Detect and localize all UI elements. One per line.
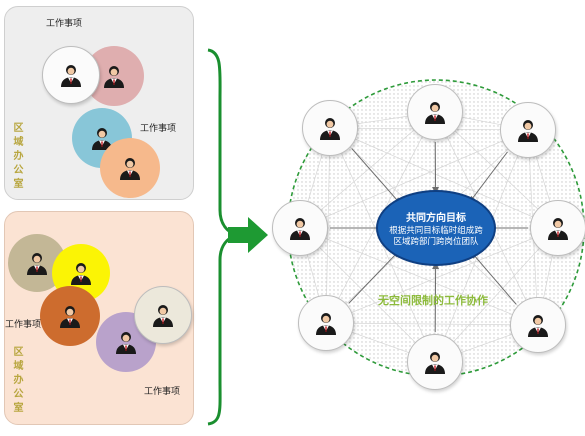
node-link [299,227,539,326]
office-label-bottom: 区域办公室 [11,346,22,416]
node-link [325,127,331,324]
team-member-node [272,200,328,256]
businessman-icon [104,66,124,88]
team-member-node [530,200,585,256]
team-member-node [407,334,463,390]
node-link [299,129,529,229]
businessman-icon [425,352,445,374]
task-label: 工作事项 [46,19,83,29]
businessman-icon [120,158,140,180]
goal-arrow [470,251,517,305]
task-label: 工作事项 [144,387,181,397]
goal-description-line: 根据共同目标临时组成跨 [389,225,483,236]
team-member-node [510,297,566,353]
businessman-icon [548,218,568,240]
team-member-node [302,100,358,156]
team-member-node [407,84,463,140]
team-member-node [500,102,556,158]
goal-title: 共同方向目标 [406,212,466,224]
node-link [329,127,559,229]
node-link [325,322,539,326]
common-goal-node: 共同方向目标 根据共同目标临时组成跨 区域跨部门跨岗位团队 [376,190,496,266]
node-link [434,227,559,363]
member-circle [100,138,160,198]
businessman-icon [290,218,310,240]
businessman-icon [153,305,173,327]
businessman-icon [61,65,81,87]
goal-description-line: 区域跨部门跨岗位团队 [393,236,479,247]
member-circle [42,46,100,104]
businessman-icon [116,332,136,354]
goal-arrow [351,148,402,205]
businessman-icon [320,118,340,140]
node-link [325,227,559,324]
office-label-top: 区域办公室 [11,122,22,192]
collaboration-caption: 无空间限制的工作协作 [378,294,488,307]
businessman-icon [528,315,548,337]
task-label: 工作事项 [5,320,42,330]
node-link [299,227,436,363]
businessman-icon [316,313,336,335]
member-circle [40,286,100,346]
team-member-node [298,295,354,351]
node-link [299,111,436,229]
transition-arrow [228,217,268,253]
member-circle [84,46,144,106]
businessman-icon [60,306,80,328]
businessman-icon [425,102,445,124]
task-label: 工作事项 [140,124,177,134]
businessman-icon [27,253,47,275]
goal-arrow [348,249,401,304]
member-circle [134,286,192,344]
goal-arrow [468,151,508,204]
businessman-icon [71,263,91,285]
businessman-icon [518,120,538,142]
